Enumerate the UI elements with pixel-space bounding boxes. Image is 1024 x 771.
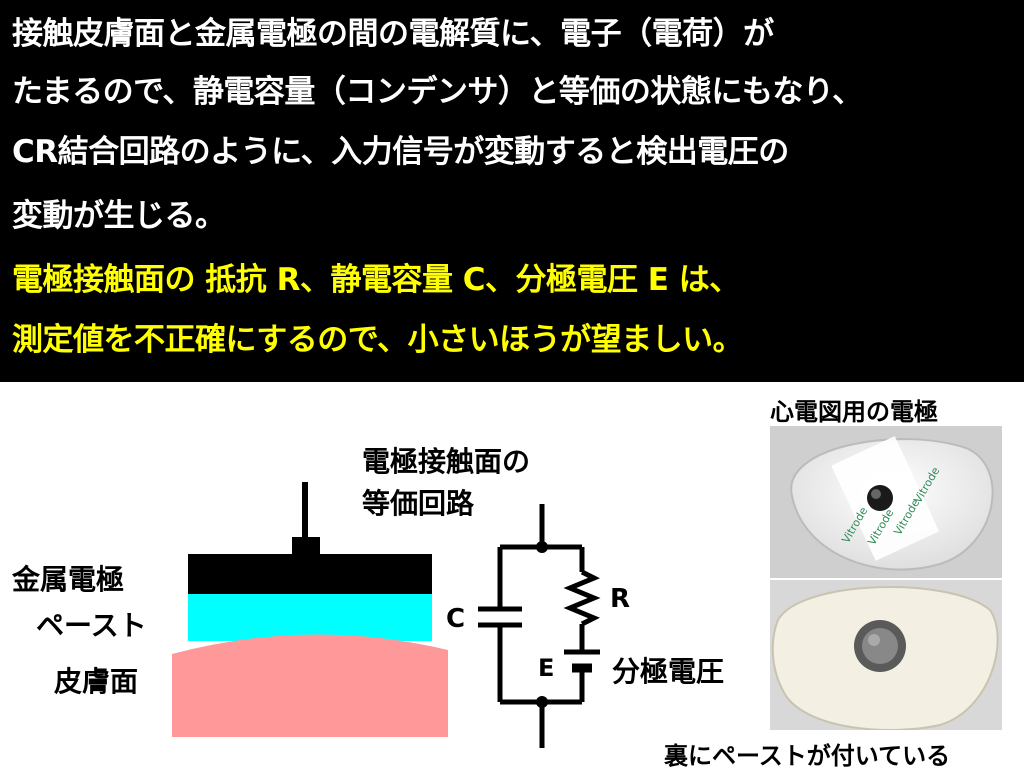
- illustration-panel: 金属電極 ペースト 皮膚面 電極接触面の 等価回路 C R E 分極電圧 心電図…: [0, 382, 1024, 770]
- paste-layer: [188, 594, 432, 641]
- ecg-electrode-back-photo: [770, 580, 1002, 730]
- highlight-line-2: 測定値を不正確にするので、小さいほうが望ましい。: [12, 322, 744, 358]
- explanation-panel: 接触皮膚面と金属電極の間の電解質に、電子（電荷）が たまるので、静電容量（コンデ…: [0, 0, 1024, 382]
- equivalent-circuit: [478, 504, 601, 748]
- capacitor-label: C: [446, 604, 466, 634]
- resistor-label: R: [610, 584, 631, 614]
- ecg-electrode-caption: 心電図用の電極: [770, 398, 938, 426]
- top-junction-node: [536, 541, 548, 553]
- polarization-voltage-label: 分極電圧: [612, 655, 725, 688]
- electrode-snap-connector: [292, 537, 320, 555]
- circuit-title-line-1: 電極接触面の: [362, 445, 531, 478]
- electrode-diagram: [172, 482, 601, 748]
- emf-label: E: [538, 654, 555, 682]
- explanation-line-2: たまるので、静電容量（コンデンサ）と等価の状態にもなり、: [12, 74, 863, 110]
- explanation-line-3: CR結合回路のように、入力信号が変動すると検出電圧の: [12, 134, 789, 170]
- skin-label: 皮膚面: [54, 665, 139, 698]
- resistor-zigzag: [563, 569, 601, 627]
- highlight-line-1: 電極接触面の 抵抗 R、静電容量 C、分極電圧 E は、: [12, 262, 740, 298]
- bottom-junction-node: [536, 696, 548, 708]
- skin-layer: [172, 634, 448, 737]
- ecg-electrode-front-photo: Vitrode Vitrode Vitrode Vitrode: [770, 426, 1002, 578]
- circuit-title-line-2: 等価回路: [362, 487, 475, 520]
- explanation-line-4: 変動が生じる。: [12, 198, 226, 234]
- paste-label: ペースト: [36, 609, 147, 642]
- metal-electrode-layer: [188, 554, 432, 594]
- explanation-line-1: 接触皮膚面と金属電極の間の電解質に、電子（電荷）が: [12, 16, 774, 52]
- back-paste-caption: 裏にペーストが付いている: [664, 742, 951, 770]
- metal-electrode-label: 金属電極: [12, 563, 125, 596]
